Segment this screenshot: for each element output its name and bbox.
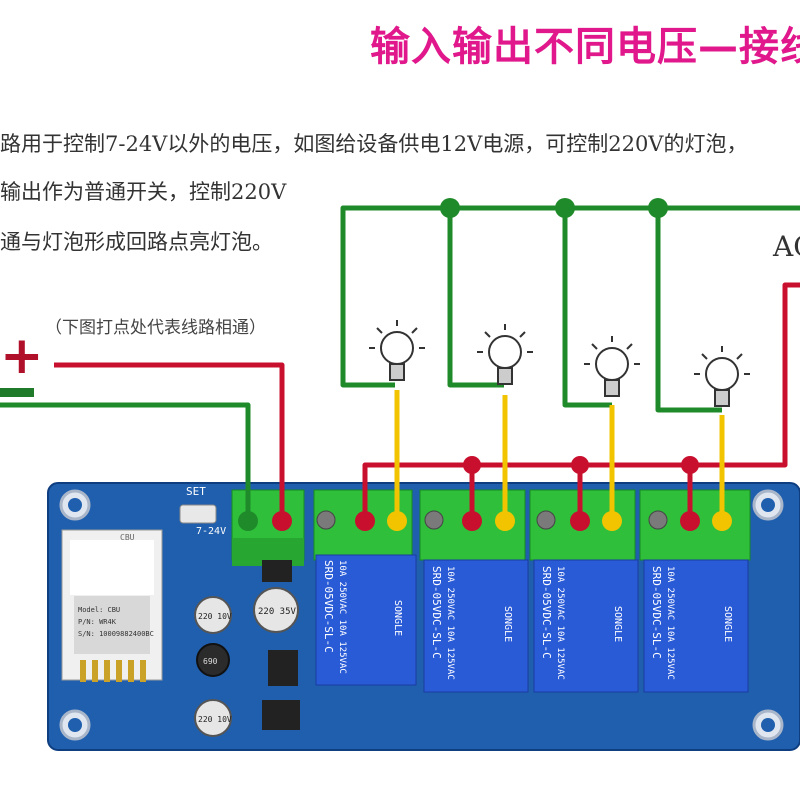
module-line-3: S/N: 10009882400BC: [78, 630, 154, 638]
relay-2-model: SRD-05VDC-SL-C: [430, 566, 443, 659]
positive-terminal-label: +: [0, 326, 44, 386]
negative-terminal-label: [0, 388, 34, 397]
inductor-label: 690: [203, 657, 218, 666]
relay-4-rating: 10A 250VAC 10A 125VAC: [665, 566, 675, 680]
relay-4-model: SRD-05VDC-SL-C: [650, 566, 663, 659]
green-wires: [0, 205, 800, 521]
wifi-module: Model: CBU P/N: WR4K S/N: 10009882400BC …: [61, 529, 163, 682]
cap-label-1: 220 35V: [258, 607, 297, 617]
bulb-icon-3: [584, 336, 640, 397]
capacitors: 220 35V 220 10V 220 10V 690: [194, 587, 299, 737]
relay-3-model: SRD-05VDC-SL-C: [540, 566, 553, 659]
relay-1-brand: SONGLE: [392, 600, 403, 636]
page-title: 输入输出不同电压—接线: [370, 24, 800, 70]
junction-note: （下图打点处代表线路相通）: [45, 318, 266, 338]
terminal-screws: [316, 510, 668, 530]
yellow-wires: [394, 390, 725, 521]
mounting-holes: [59, 489, 784, 741]
vin-label: 7-24V: [196, 526, 226, 537]
relay-2-brand: SONGLE: [502, 606, 513, 642]
relay-4-brand: SONGLE: [722, 606, 733, 642]
relay-3-rating: 10A 250VAC 10A 125VAC: [555, 566, 565, 680]
chips: [262, 560, 300, 730]
module-line-2: P/N: WR4K: [78, 618, 117, 626]
bulb-icon-1: [369, 320, 425, 381]
cap-label-2: 220 10V: [198, 612, 232, 621]
cap-label-3: 220 10V: [198, 715, 232, 724]
module-line-1: Model: CBU: [78, 606, 120, 614]
relay-3-brand: SONGLE: [612, 606, 623, 642]
relay-2-rating: 10A 250VAC 10A 125VAC: [445, 566, 455, 680]
relay-1-rating: 10A 250VAC 10A 125VAC: [337, 560, 347, 674]
relay-1-model: SRD-05VDC-SL-C: [322, 560, 335, 653]
bulb-icon-2: [477, 324, 533, 385]
description-line-2: 输出作为普通开关，控制220V: [0, 180, 287, 204]
set-button: SET: [179, 485, 217, 524]
bulb-icon-4: [694, 346, 750, 407]
description-line-1: 路用于控制7-24V以外的电压，如图给设备供电12V电源，可控制220V的灯泡，: [0, 132, 748, 156]
junction-dots: [238, 198, 732, 531]
module-label: CBU: [120, 533, 135, 542]
description-line-3: 通与灯泡形成回路点亮灯泡。: [0, 230, 273, 254]
set-label: SET: [186, 485, 206, 498]
relay-4: 10A 250VAC 10A 125VAC SRD-05VDC-SL-C SON…: [639, 489, 751, 693]
ac-label: AC: [773, 230, 800, 263]
